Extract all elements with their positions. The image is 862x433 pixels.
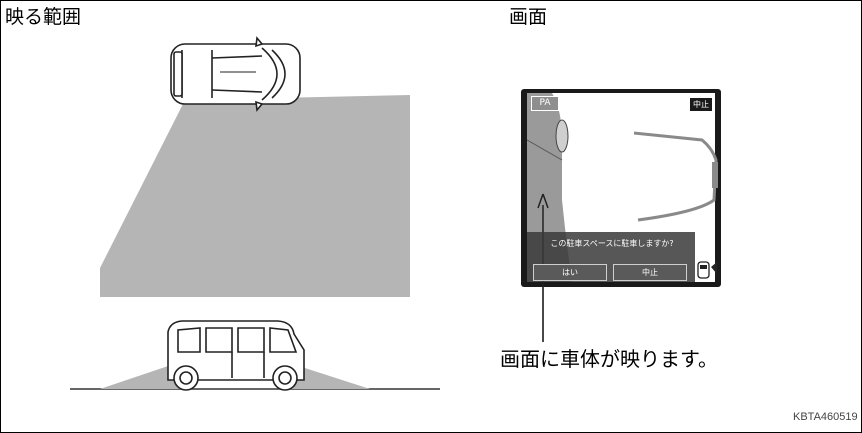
stop-badge[interactable]: 中止	[689, 97, 713, 112]
screen-device	[521, 89, 721, 342]
left-heading: 映る範囲	[5, 6, 82, 28]
parking-prompt: この駐車スペースに駐車しますか?	[550, 239, 674, 248]
car-top-view	[170, 36, 301, 112]
right-heading: 画面	[509, 6, 548, 28]
camera-car-icon	[697, 261, 717, 279]
yes-button[interactable]: はい	[533, 264, 607, 281]
caption: 画面に車体が映ります。	[500, 347, 718, 371]
car-side-view	[167, 320, 305, 391]
stop-button[interactable]: 中止	[613, 264, 687, 281]
pa-badge: PA	[531, 96, 559, 111]
figure-code: KBTA460519	[793, 411, 858, 423]
coverage-area-side-rear	[100, 362, 180, 389]
coverage-area-top-view	[100, 95, 410, 297]
